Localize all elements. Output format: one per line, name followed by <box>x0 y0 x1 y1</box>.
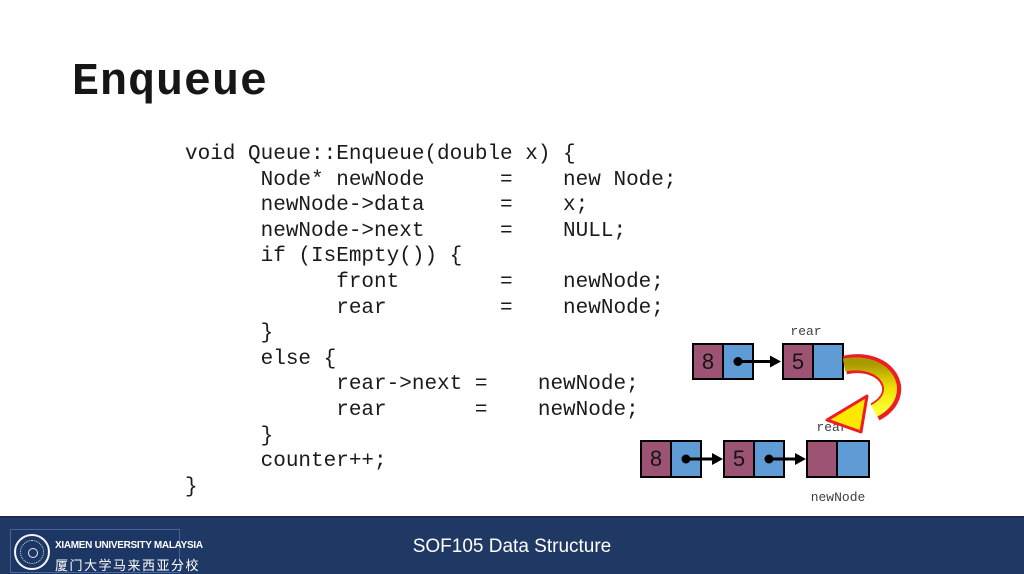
node-data-cell: 8 <box>640 440 672 478</box>
university-logo-text: XIAMEN UNIVERSITY MALAYSIA 厦门大学马来西亚分校 <box>55 535 203 574</box>
node-data-cell: 5 <box>723 440 755 478</box>
slide-title: Enqueue <box>72 57 269 108</box>
curved-arrow-icon <box>825 354 902 434</box>
footer-bar: SOF105 Data Structure XIAMEN UNIVERSITY … <box>0 516 1024 574</box>
node-data-cell: 5 <box>782 343 814 380</box>
node-pointer-cell <box>670 440 702 478</box>
code-block: void Queue::Enqueue(double x) { Node* ne… <box>185 143 677 499</box>
university-logo: XIAMEN UNIVERSITY MALAYSIA 厦门大学马来西亚分校 <box>10 529 203 574</box>
rear-label: rear <box>790 324 822 339</box>
node-pointer-cell <box>812 343 844 380</box>
newnode-label: newNode <box>810 490 866 505</box>
queue-diagram-after: rear 8 5 newNode <box>630 415 900 520</box>
university-name-cn: 厦门大学马来西亚分校 <box>55 558 201 573</box>
node-data-cell <box>806 440 838 478</box>
node-pointer-cell <box>722 343 754 380</box>
node-pointer-cell <box>753 440 785 478</box>
node-pointer-cell <box>836 440 870 478</box>
university-seal-icon <box>14 534 50 570</box>
course-label: SOF105 Data Structure <box>412 536 612 557</box>
university-name-en: XIAMEN UNIVERSITY MALAYSIA <box>55 540 203 551</box>
node-data-cell: 8 <box>692 343 724 380</box>
